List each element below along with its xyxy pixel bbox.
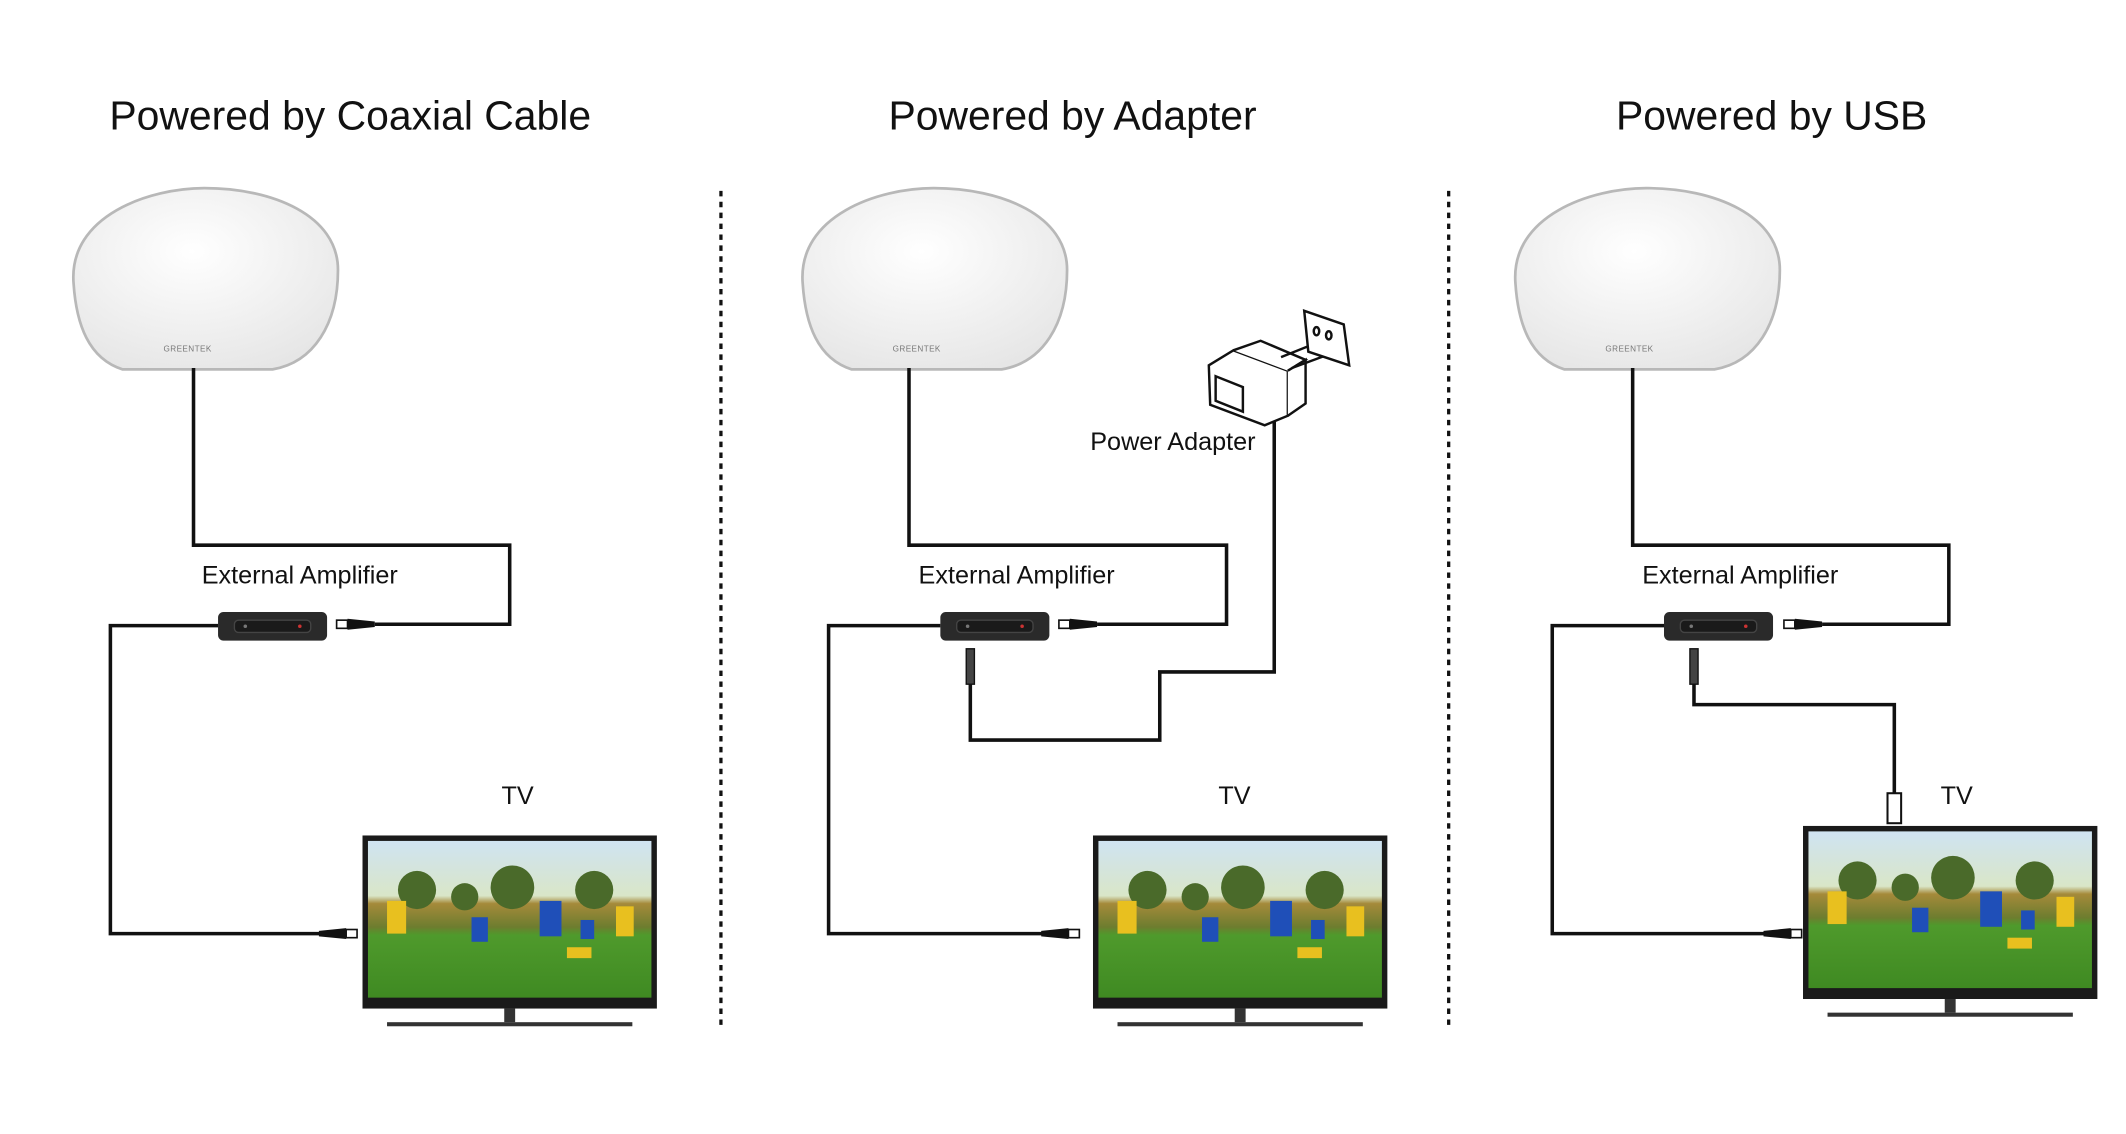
cable — [108, 623, 321, 936]
cable — [907, 368, 1229, 627]
amplifier-label: External Amplifier — [202, 561, 398, 589]
tv-image — [1803, 825, 2098, 1017]
amplifier-image — [939, 611, 1051, 642]
amplifier-label: External Amplifier — [919, 561, 1115, 589]
panel-title-usb: Powered by USB — [1616, 93, 1927, 139]
power-cable — [968, 408, 1277, 742]
antenna-brand: GREENTEK — [164, 345, 212, 354]
usb-plug-icon — [1886, 792, 1903, 825]
connector-icon — [1762, 927, 1803, 940]
cable — [191, 368, 512, 627]
cable — [1550, 623, 1765, 936]
power-jack-icon — [1689, 648, 1699, 685]
panel-title-adapter: Powered by Adapter — [888, 93, 1256, 139]
cable — [826, 623, 1043, 936]
antenna-image — [801, 186, 1069, 371]
power-jack-icon — [965, 648, 976, 685]
antenna-brand: GREENTEK — [1605, 345, 1653, 354]
power-adapter-label: Power Adapter — [1090, 428, 1255, 456]
tv-label: TV — [1941, 782, 1973, 810]
antenna-image — [71, 186, 340, 371]
amplifier-label: External Amplifier — [1642, 561, 1838, 589]
power-adapter-icon — [1207, 309, 1351, 427]
tv-label: TV — [502, 782, 534, 810]
connector-icon — [335, 617, 376, 631]
tv-image — [1092, 835, 1388, 1027]
connector-icon — [1783, 617, 1823, 631]
tv-label: TV — [1218, 782, 1250, 810]
connector-icon — [318, 927, 358, 940]
amplifier-image — [1663, 611, 1774, 642]
connector-icon — [1058, 617, 1098, 631]
panel-usb: GREENTEK External Amplifier TV — [1513, 186, 2098, 1017]
amplifier-image — [217, 611, 328, 642]
panel-coaxial: GREENTEK External Amplifier TV — [71, 186, 657, 1027]
cable — [1630, 368, 1951, 627]
panel-adapter: GREENTEK External Amplifier Power Adapte… — [801, 186, 1388, 1027]
panel-title-coaxial: Powered by Coaxial Cable — [109, 93, 591, 139]
tv-image — [362, 835, 657, 1027]
usb-cable — [1692, 684, 1897, 794]
antenna-brand: GREENTEK — [893, 345, 941, 354]
antenna-image — [1513, 186, 1782, 371]
connector-icon — [1040, 927, 1081, 940]
